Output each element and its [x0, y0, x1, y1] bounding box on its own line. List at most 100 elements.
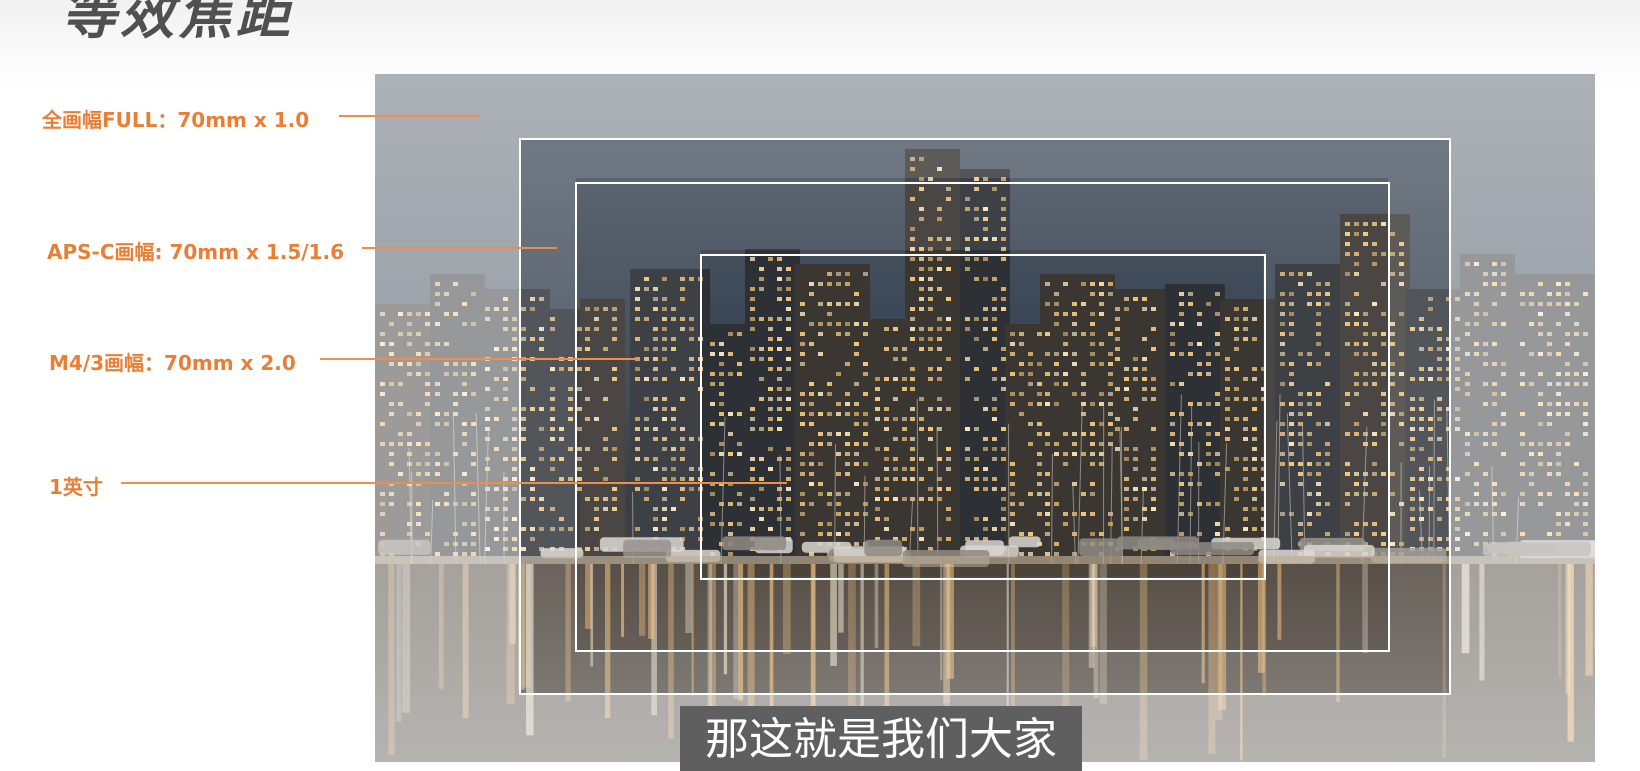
lit-window: [965, 327, 970, 331]
lit-window: [594, 307, 599, 311]
lit-window: [1345, 402, 1350, 406]
lit-window: [983, 307, 988, 311]
lit-window: [1399, 252, 1404, 256]
lit-window: [827, 492, 832, 496]
lit-window: [1170, 412, 1175, 416]
boat: [864, 539, 903, 557]
lit-window: [902, 357, 907, 361]
lit-window: [1298, 282, 1303, 286]
lit-window: [1252, 527, 1257, 531]
lit-window: [937, 397, 942, 401]
lit-window: [577, 327, 582, 331]
lit-window: [671, 507, 676, 511]
lit-window: [1108, 362, 1113, 366]
lit-window: [1363, 482, 1368, 486]
lit-window: [809, 342, 814, 346]
lit-window: [1307, 492, 1312, 496]
lit-window: [928, 177, 933, 181]
lit-window: [800, 422, 805, 426]
lit-window: [1037, 422, 1042, 426]
lit-window: [1001, 507, 1006, 511]
lit-window: [1316, 362, 1321, 366]
lit-window: [1045, 392, 1050, 396]
lit-window: [845, 412, 850, 416]
lit-window: [992, 447, 997, 451]
lit-window: [1372, 532, 1377, 536]
lit-window: [1151, 327, 1156, 331]
lit-window: [1151, 487, 1156, 491]
lit-window: [710, 482, 715, 486]
lit-window: [662, 447, 667, 451]
lit-window: [1019, 532, 1024, 536]
lit-window: [919, 307, 924, 311]
lit-window: [800, 392, 805, 396]
lit-window: [1446, 427, 1451, 431]
lit-window: [1197, 482, 1202, 486]
lit-window: [983, 217, 988, 221]
m43-leader-line: [320, 358, 638, 360]
light-reflection: [747, 564, 755, 754]
lit-window: [1307, 352, 1312, 356]
lit-window: [910, 477, 915, 481]
lit-window: [777, 337, 782, 341]
light-reflection: [1218, 564, 1227, 711]
lit-window: [884, 427, 889, 431]
lit-window: [1381, 312, 1386, 316]
lit-window: [928, 247, 933, 251]
lit-window: [818, 432, 823, 436]
lit-window: [786, 467, 791, 471]
lit-window: [1215, 402, 1220, 406]
lit-window: [1345, 302, 1350, 306]
lit-window: [1399, 392, 1404, 396]
lit-window: [1381, 282, 1386, 286]
lit-window: [1115, 447, 1120, 451]
lit-window: [671, 367, 676, 371]
lit-window: [635, 417, 640, 421]
lit-window: [777, 387, 782, 391]
lit-window: [1028, 352, 1033, 356]
light-reflection: [585, 564, 593, 629]
lit-window: [1072, 362, 1077, 366]
lit-window: [759, 347, 764, 351]
lit-window: [1010, 502, 1015, 506]
lit-window: [719, 392, 724, 396]
lit-window: [1115, 347, 1120, 351]
lit-window: [937, 407, 942, 411]
lit-window: [768, 527, 773, 531]
lit-window: [1243, 317, 1248, 321]
lit-window: [818, 522, 823, 526]
lit-window: [875, 497, 880, 501]
light-reflection: [1139, 564, 1148, 760]
lit-window: [539, 327, 544, 331]
lit-window: [1045, 442, 1050, 446]
lit-window: [644, 377, 649, 381]
lit-window: [974, 457, 979, 461]
light-reflection: [884, 564, 890, 745]
lit-window: [1188, 422, 1193, 426]
lit-window: [737, 492, 742, 496]
lit-window: [759, 477, 764, 481]
lit-window: [728, 372, 733, 376]
lit-window: [612, 487, 617, 491]
full-frame-fade: [375, 138, 520, 762]
lit-window: [1363, 342, 1368, 346]
lit-window: [521, 417, 526, 421]
lit-window: [671, 467, 676, 471]
lit-window: [1399, 242, 1404, 246]
lit-window: [845, 332, 850, 336]
lit-window: [1372, 522, 1377, 526]
lit-window: [854, 292, 859, 296]
lit-window: [919, 427, 924, 431]
lit-window: [902, 477, 907, 481]
lit-window: [662, 497, 667, 501]
lit-window: [992, 367, 997, 371]
lit-window: [1390, 472, 1395, 476]
lit-window: [1019, 552, 1024, 556]
lit-window: [875, 387, 880, 391]
lit-window: [1124, 517, 1129, 521]
lit-window: [530, 497, 535, 501]
lit-window: [1019, 342, 1024, 346]
lit-window: [594, 497, 599, 501]
lit-window: [777, 507, 782, 511]
boat: [1079, 538, 1123, 557]
